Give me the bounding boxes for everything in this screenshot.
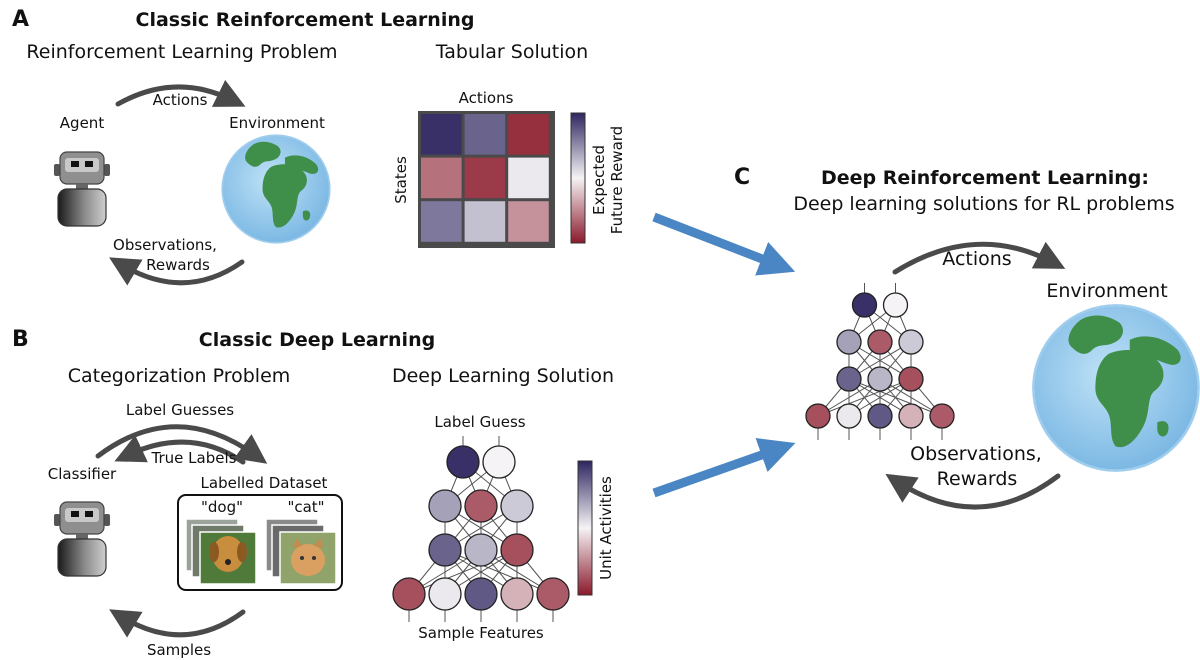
true-labels-label: True Labels	[151, 449, 237, 467]
c-observations-arrow	[885, 473, 1061, 510]
unit-activities-label: Unit Activities	[597, 476, 615, 580]
reward-colorbar	[570, 112, 586, 244]
sample-features-label: Sample Features	[418, 624, 544, 642]
tabular-solution-title: Tabular Solution	[435, 41, 588, 63]
table-states-label: States	[392, 156, 410, 204]
network-connection	[817, 378, 912, 417]
actions-arrow	[115, 79, 246, 107]
actions-label: Actions	[153, 91, 208, 109]
network-unit	[836, 329, 862, 355]
network-unit	[836, 366, 862, 392]
rl-problem-title: Reinforcement Learning Problem	[26, 41, 337, 63]
classifier-robot-icon	[53, 501, 111, 577]
unit-activities-colorbar	[577, 460, 593, 596]
c-environment-globe-icon	[1032, 304, 1200, 472]
rewards-label: Rewards	[146, 256, 210, 274]
dl-solution-title: Deep Learning Solution	[392, 365, 614, 387]
network-unit	[464, 489, 498, 523]
table-cell	[508, 157, 549, 199]
network-unit	[536, 577, 570, 611]
panel-b-letter: B	[12, 327, 29, 352]
c-environment-label: Environment	[1046, 280, 1167, 302]
c-actions-arrow	[892, 241, 1066, 275]
table-cell	[421, 201, 462, 242]
arrow-a-to-c	[652, 212, 796, 276]
categorization-title: Categorization Problem	[68, 365, 291, 387]
dog-photo-icon	[212, 536, 244, 572]
network-unit	[867, 329, 893, 355]
cat-label: "cat"	[287, 498, 324, 516]
table-cell	[508, 201, 549, 242]
panel-a-letter: A	[12, 7, 29, 32]
network-unit	[464, 533, 498, 567]
network-unit	[851, 292, 878, 318]
network-unit	[898, 403, 924, 429]
network-unit	[392, 577, 426, 611]
network-connection	[408, 549, 518, 595]
observations-label: Observations,	[113, 236, 217, 254]
network-unit	[805, 403, 831, 429]
network-unit	[482, 445, 516, 479]
panel-c-subtitle: Deep learning solutions for RL problems	[793, 193, 1174, 215]
network-unit	[882, 292, 909, 318]
colorbar-label-line1: Expected	[590, 145, 608, 215]
samples-label: Samples	[147, 641, 211, 659]
dog-image-stack	[185, 518, 257, 585]
agent-robot-icon	[53, 151, 111, 227]
table-cell	[421, 157, 462, 199]
panel-c-letter: C	[734, 165, 750, 190]
dog-label: "dog"	[201, 498, 243, 516]
network-unit	[867, 403, 893, 429]
samples-arrow	[109, 609, 246, 638]
cat-photo-icon	[291, 544, 325, 576]
network-unit	[898, 329, 924, 355]
tabular-grid	[421, 114, 549, 242]
network-unit	[446, 445, 480, 479]
network-unit	[898, 366, 924, 392]
arrow-b-to-c	[652, 438, 796, 498]
c-actions-label: Actions	[942, 248, 1011, 270]
table-cell	[464, 157, 506, 199]
network-unit	[428, 577, 462, 611]
observations-arrow	[109, 257, 245, 286]
c-observations-label: Observations,	[910, 443, 1042, 465]
panel-c-title: Deep Reinforcement Learning:	[821, 167, 1149, 189]
drl-network	[805, 283, 955, 440]
agent-label: Agent	[60, 114, 105, 132]
network-unit	[428, 489, 462, 523]
network-unit	[929, 403, 955, 429]
classifier-label: Classifier	[48, 465, 117, 483]
true-labels-arrow	[114, 435, 246, 465]
panel-a-title: Classic Reinforcement Learning	[136, 9, 475, 31]
network-unit	[500, 489, 534, 523]
table-cell	[421, 114, 462, 155]
labelled-dataset-label: Labelled Dataset	[201, 474, 328, 492]
c-rewards-label: Rewards	[937, 468, 1018, 490]
colorbar-label-line2: Future Reward	[608, 126, 626, 234]
panel-a: A Classic Reinforcement Learning Reinfor…	[12, 7, 626, 286]
network-unit	[500, 577, 534, 611]
label-guess-label: Label Guess	[434, 413, 525, 431]
panel-b-title: Classic Deep Learning	[199, 329, 435, 351]
table-actions-label: Actions	[459, 89, 514, 107]
network-unit	[836, 403, 862, 429]
table-cell	[464, 201, 506, 242]
table-cell	[464, 114, 506, 155]
network-unit	[867, 366, 893, 392]
table-cell	[508, 114, 549, 155]
dl-network	[392, 436, 570, 622]
label-guesses-label: Label Guesses	[126, 401, 234, 419]
environment-label: Environment	[229, 114, 325, 132]
panel-c: C Deep Reinforcement Learning: Deep lear…	[734, 165, 1200, 510]
panel-b: B Classic Deep Learning Categorization P…	[12, 327, 615, 659]
network-unit	[428, 533, 462, 567]
environment-globe-icon	[221, 134, 331, 244]
network-unit	[464, 577, 498, 611]
cat-image-stack	[265, 518, 337, 585]
network-unit	[500, 533, 534, 567]
